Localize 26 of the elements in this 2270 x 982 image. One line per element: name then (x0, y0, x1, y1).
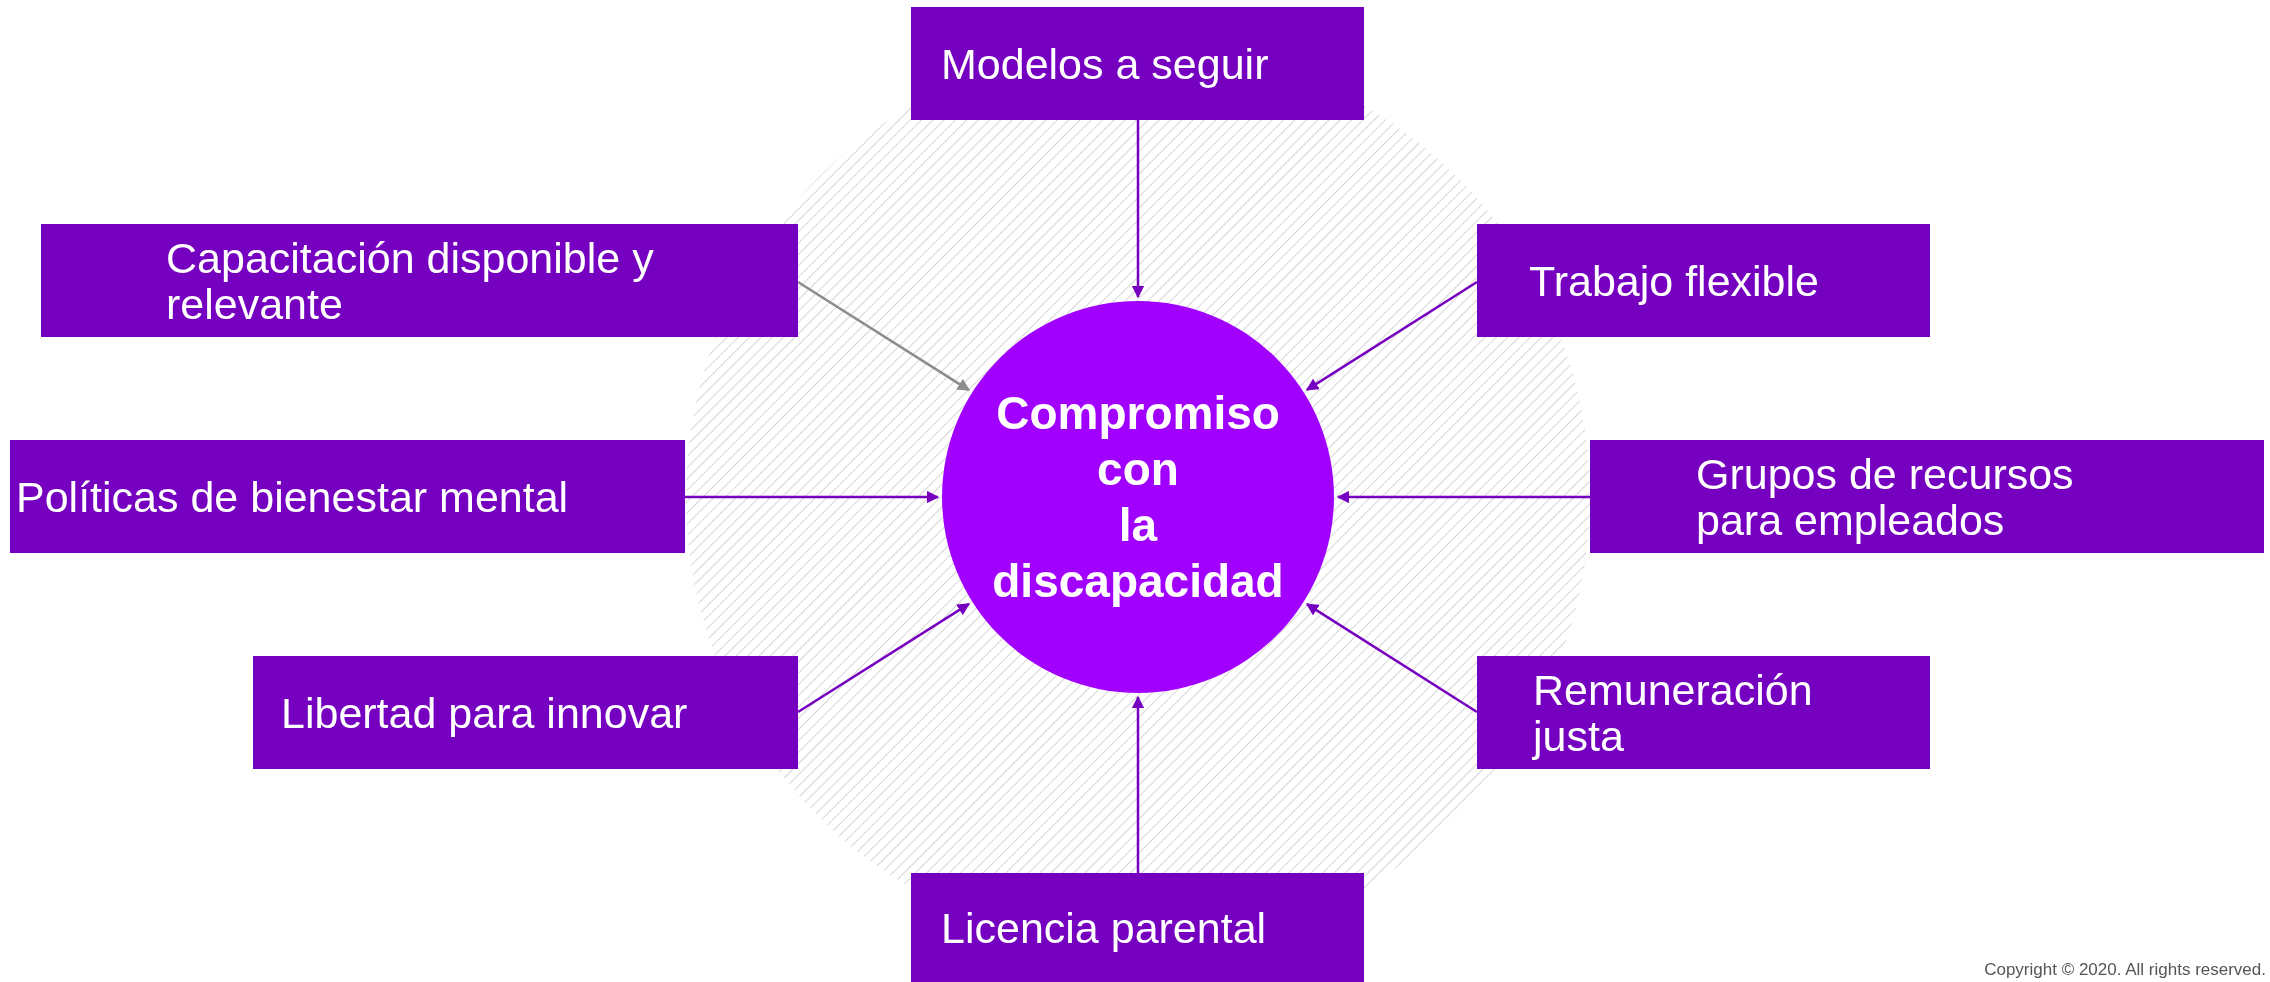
factor-box (1477, 656, 1930, 769)
arrow (797, 602, 970, 714)
factor-label: Remuneración justa (1533, 666, 1814, 759)
factor-box (911, 873, 1364, 982)
copyright-note: Copyright © 2020. All rights reserved. (1984, 958, 2266, 981)
factor-label: Políticas de bienestar mental (16, 473, 570, 520)
factor-box (253, 656, 798, 769)
factor-label: Capacitación disponible y relevante (166, 234, 655, 327)
arrow (1305, 280, 1478, 391)
factor-box (911, 7, 1364, 120)
factor-label: Modelos a seguir (941, 40, 1270, 87)
arrow (797, 280, 970, 392)
factor-label: Libertad para innovar (281, 689, 689, 736)
arrow (1131, 120, 1145, 299)
center-title: Compromiso con la discapacidad (991, 386, 1285, 609)
arrow (685, 490, 940, 504)
factor-box (1477, 224, 1930, 337)
arrow (1131, 695, 1145, 873)
factor-box (1590, 440, 2264, 553)
factor-box (41, 224, 798, 337)
factor-label: Licencia parental (941, 904, 1268, 951)
arrow (1305, 603, 1478, 714)
factor-label: Trabajo flexible (1529, 257, 1820, 304)
arrow (1336, 490, 1590, 504)
factor-label: Grupos de recursos para empleados (1696, 450, 2075, 543)
factor-box (10, 440, 685, 553)
